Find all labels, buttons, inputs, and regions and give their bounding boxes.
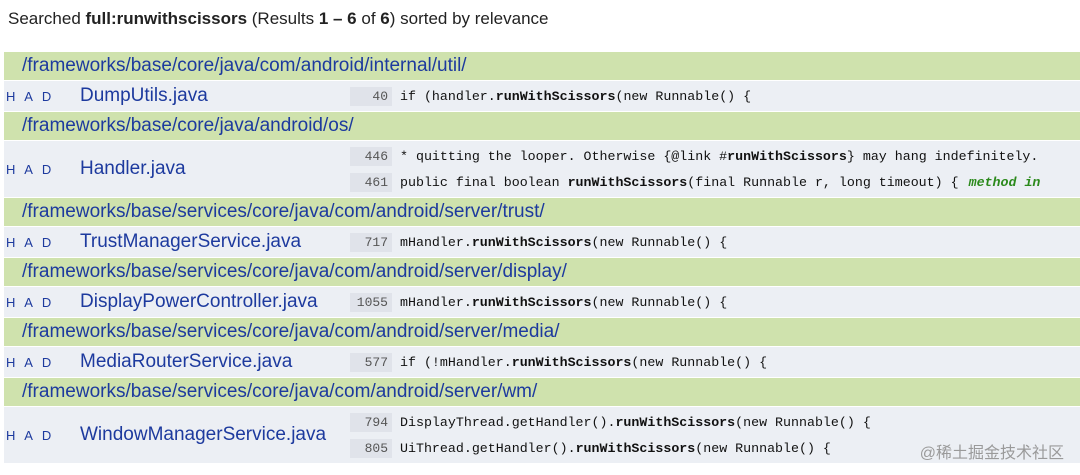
code-hit: runWithScissors: [495, 88, 616, 104]
line-number-link[interactable]: 461: [350, 172, 392, 192]
directory-link[interactable]: /frameworks/base/services/core/java/com/…: [4, 258, 1080, 287]
line-number-link[interactable]: 794: [350, 412, 392, 432]
code-after: } may hang indefinitely.: [846, 148, 1039, 164]
code-after: (new Runnable() {: [631, 354, 768, 370]
code-hit: runWithScissors: [727, 148, 847, 164]
file-link[interactable]: Handler.java: [80, 158, 186, 179]
file-link[interactable]: TrustManagerService.java: [80, 231, 302, 252]
had-links[interactable]: H A D: [6, 294, 55, 310]
results-table: /frameworks/base/core/java/com/android/i…: [4, 52, 1080, 464]
match-line: 446 * quitting the looper. Otherwise {@li…: [348, 143, 1080, 169]
result-row: H A D WindowManagerService.java 794 Display…: [4, 407, 1080, 464]
had-links[interactable]: H A D: [6, 88, 55, 104]
summary-query: full:runwithscissors: [85, 9, 248, 28]
file-link[interactable]: DisplayPowerController.java: [80, 291, 318, 312]
code-before: DisplayThread.getHandler().: [400, 414, 616, 430]
result-row: H A D DisplayPowerController.java 1055 mHan…: [4, 287, 1080, 318]
match-list: 446 * quitting the looper. Otherwise {@li…: [348, 143, 1080, 195]
summary-range: 1 – 6: [318, 9, 357, 28]
match-line: 1055 mHandler.runWithScissors(new Runnabl…: [348, 289, 1080, 315]
code-before: public final boolean: [400, 174, 568, 190]
match-line: 794 DisplayThread.getHandler().runWithSci…: [348, 409, 1080, 435]
code-hit: runWithScissors: [567, 174, 688, 190]
code-snippet[interactable]: mHandler.runWithScissors(new Runnable() …: [400, 295, 727, 310]
match-list: 717 mHandler.runWithScissors(new Runnable…: [348, 229, 1080, 255]
code-after: (new Runnable() {: [695, 440, 831, 456]
code-hit: runWithScissors: [575, 440, 696, 456]
code-after: (new Runnable() {: [735, 414, 871, 430]
result-row: H A D DumpUtils.java 40 if (handler.runWith…: [4, 81, 1080, 112]
match-line: 805 UiThread.getHandler().runWithScissors…: [348, 435, 1080, 461]
symbol-tag: method in: [968, 174, 1041, 190]
directory-link[interactable]: /frameworks/base/core/java/android/os/: [4, 112, 1080, 141]
code-before: * quitting the looper. Otherwise {@link …: [400, 148, 728, 164]
file-link[interactable]: DumpUtils.java: [80, 85, 208, 106]
had-links[interactable]: H A D: [6, 427, 55, 443]
summary-results-close: ) sorted by relevance: [389, 9, 549, 28]
summary-of: of: [356, 9, 381, 28]
result-row: H A D TrustManagerService.java 717 mHandler…: [4, 227, 1080, 258]
code-before: mHandler.: [400, 234, 472, 250]
code-after: (new Runnable() {: [615, 88, 752, 104]
code-snippet[interactable]: * quitting the looper. Otherwise {@link …: [400, 149, 1038, 164]
code-hit: runWithScissors: [471, 294, 592, 310]
match-line: 461 public final boolean runWithScissors(…: [348, 169, 1080, 195]
directory-link[interactable]: /frameworks/base/services/core/java/com/…: [4, 378, 1080, 407]
code-after: (new Runnable() {: [591, 234, 728, 250]
code-snippet[interactable]: if (!mHandler.runWithScissors(new Runnab…: [400, 355, 767, 370]
code-snippet[interactable]: mHandler.runWithScissors(new Runnable() …: [400, 235, 727, 250]
code-snippet[interactable]: if (handler.runWithScissors(new Runnable…: [400, 89, 751, 104]
result-row: H A D Handler.java 446 * quitting the loope…: [4, 141, 1080, 198]
had-links[interactable]: H A D: [6, 161, 55, 177]
code-snippet[interactable]: UiThread.getHandler().runWithScissors(ne…: [400, 441, 831, 456]
line-number-link[interactable]: 717: [350, 232, 392, 252]
match-line: 577 if (!mHandler.runWithScissors(new Run…: [348, 349, 1080, 375]
watermark: @稀土掘金技术社区: [919, 445, 1064, 462]
line-number-link[interactable]: 40: [350, 86, 392, 106]
directory-link[interactable]: /frameworks/base/services/core/java/com/…: [4, 198, 1080, 227]
file-link[interactable]: MediaRouterService.java: [80, 351, 293, 372]
match-line: 40 if (handler.runWithScissors(new Runnab…: [348, 83, 1080, 109]
summary-results-open: (Results: [247, 9, 319, 28]
code-snippet[interactable]: DisplayThread.getHandler().runWithScisso…: [400, 415, 871, 430]
had-links[interactable]: H A D: [6, 234, 55, 250]
match-list: 577 if (!mHandler.runWithScissors(new Run…: [348, 349, 1080, 375]
directory-link[interactable]: /frameworks/base/core/java/com/android/i…: [4, 52, 1080, 81]
summary-total: 6: [380, 9, 390, 28]
match-line: 717 mHandler.runWithScissors(new Runnable…: [348, 229, 1080, 255]
code-before: mHandler.: [400, 294, 472, 310]
code-before: if (handler.: [400, 88, 496, 104]
line-number-link[interactable]: 1055: [350, 292, 392, 312]
line-number-link[interactable]: 805: [350, 438, 392, 458]
had-links[interactable]: H A D: [6, 354, 55, 370]
code-hit: runWithScissors: [615, 414, 736, 430]
file-link[interactable]: WindowManagerService.java: [80, 424, 327, 445]
code-before: if (!mHandler.: [400, 354, 512, 370]
result-row: H A D MediaRouterService.java 577 if (!mHan…: [4, 347, 1080, 378]
code-after: (new Runnable() {: [591, 294, 728, 310]
summary-prefix: Searched: [8, 9, 86, 28]
line-number-link[interactable]: 446: [350, 146, 392, 166]
code-before: UiThread.getHandler().: [400, 440, 576, 456]
search-summary: Searched full:runwithscissors (Results 1…: [8, 9, 548, 29]
match-list: 40 if (handler.runWithScissors(new Runnab…: [348, 83, 1080, 109]
line-number-link[interactable]: 577: [350, 352, 392, 372]
directory-link[interactable]: /frameworks/base/services/core/java/com/…: [4, 318, 1080, 347]
code-after: (final Runnable r, long timeout) {: [687, 174, 959, 190]
match-list: 1055 mHandler.runWithScissors(new Runnabl…: [348, 289, 1080, 315]
code-hit: runWithScissors: [511, 354, 632, 370]
code-hit: runWithScissors: [471, 234, 592, 250]
code-snippet[interactable]: public final boolean runWithScissors(fin…: [400, 175, 1040, 190]
